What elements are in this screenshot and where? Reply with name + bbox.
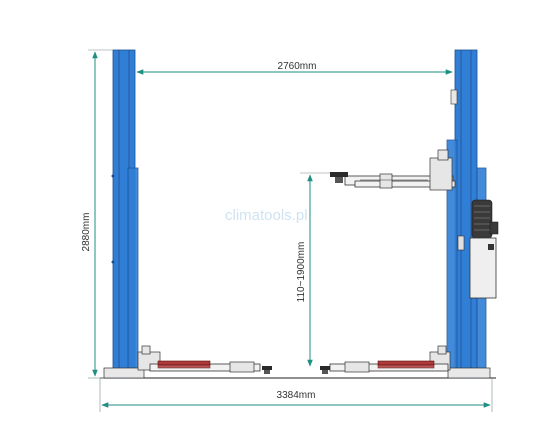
hydraulic-power-unit [457, 199, 499, 299]
dimension-label-110-1900: 110~1900mm [296, 242, 307, 303]
dimension-overall-height: 2880mm [81, 49, 113, 379]
dimension-label-2880: 2880mm [81, 213, 92, 252]
watermark-text: climatools.pl [225, 207, 308, 224]
dimension-overall-width: 3384mm [99, 378, 493, 412]
dimension-width-between-columns: 2760mm [136, 59, 453, 75]
dimension-label-2760: 2760mm [278, 61, 317, 72]
left-lower-arm [137, 345, 272, 374]
dimension-lift-height-range: 110~1900mm [296, 174, 313, 367]
left-column [103, 49, 145, 379]
raised-lift-arm [300, 149, 456, 191]
dimension-label-3384: 3384mm [277, 390, 316, 401]
right-lower-arm [320, 345, 451, 374]
